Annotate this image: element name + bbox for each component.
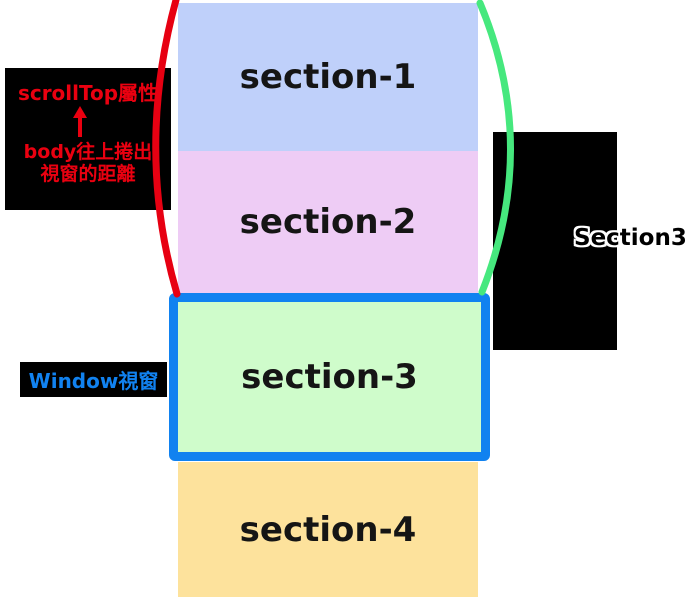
section-3-label: section-3: [241, 357, 418, 397]
right-partial-label: Section3: [574, 225, 687, 251]
scrolltop-desc-line1: body往上捲出: [23, 141, 153, 163]
window-label-text: Window視窗: [28, 369, 159, 393]
scrolltop-desc-line2: 視窗的距離: [40, 163, 136, 185]
section-2-label: section-2: [239, 202, 417, 242]
scrolltop-note-box: scrollTop屬性 body往上捲出 視窗的距離: [5, 68, 171, 210]
scrolltop-property-label: scrollTop屬性: [17, 81, 159, 105]
section-4-label: section-4: [239, 509, 417, 550]
window-viewport-frame: section-3: [169, 293, 490, 461]
up-arrow-icon: [73, 106, 87, 137]
section-1-block: section-1: [178, 3, 478, 151]
section-2-block: section-2: [178, 151, 478, 293]
section-4-block: section-4: [178, 462, 478, 597]
section-1-label: section-1: [239, 57, 417, 97]
window-label-box: Window視窗: [20, 362, 167, 397]
